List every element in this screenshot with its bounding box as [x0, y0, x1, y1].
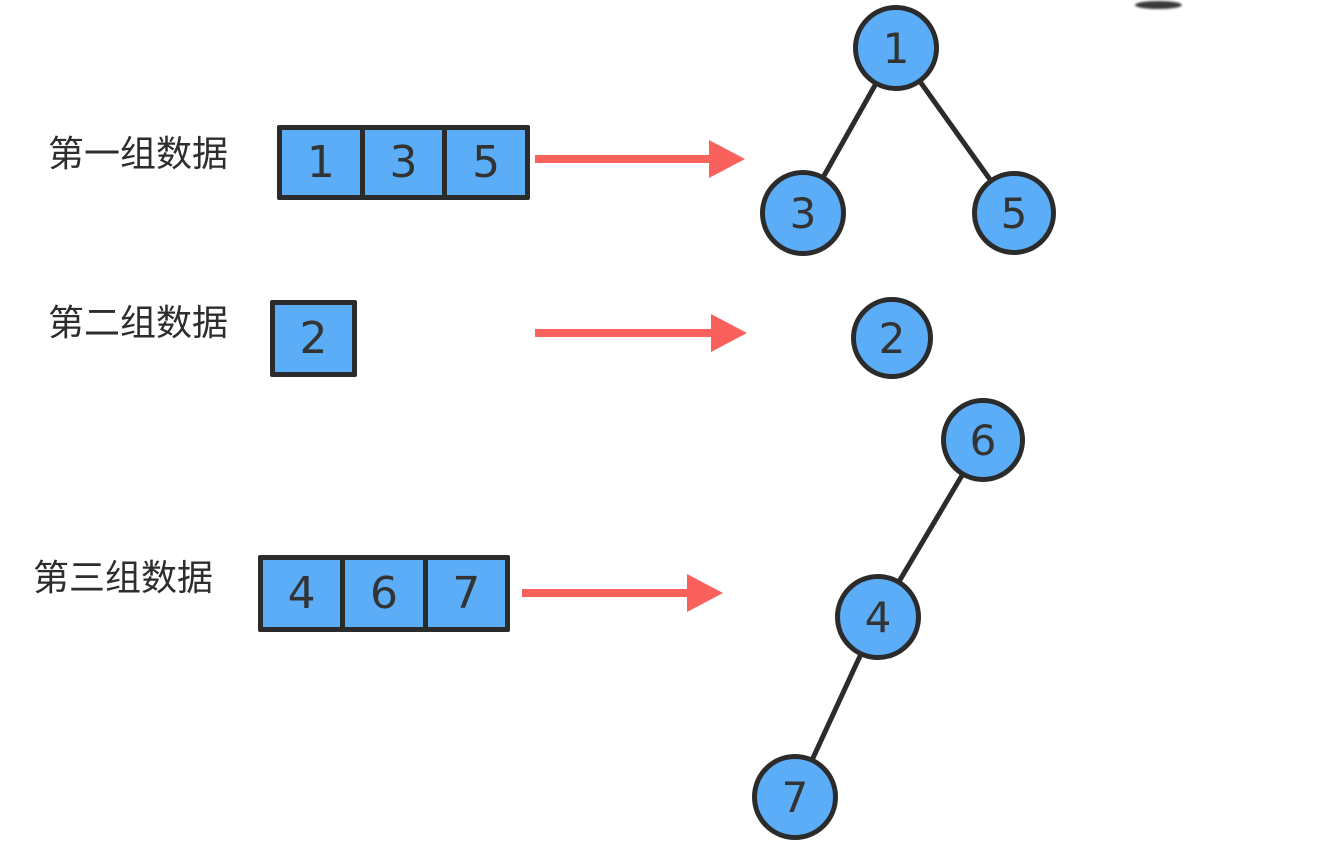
group-label: 第二组数据: [48, 303, 229, 344]
group-label: 第三组数据: [33, 558, 214, 599]
array-cell: 2: [275, 305, 352, 372]
array-cell: 6: [345, 560, 423, 627]
array-cell: 5: [447, 130, 526, 195]
tree-node: 1: [853, 5, 939, 91]
array-cell: 3: [364, 130, 443, 195]
tree-node: 3: [760, 170, 846, 256]
array-box: 2: [270, 300, 357, 377]
arrow-head-icon: [687, 574, 723, 612]
array-cell: 4: [263, 560, 341, 627]
tree-node: 6: [941, 398, 1025, 482]
scan-artifact: [1135, 1, 1182, 9]
array-cell: 7: [427, 560, 505, 627]
arrow-head-icon: [709, 140, 745, 178]
arrow-head-icon: [711, 314, 747, 352]
group-label: 第一组数据: [48, 134, 229, 175]
tree-node: 4: [835, 574, 921, 660]
tree-node: 2: [851, 297, 933, 379]
tree-node: 5: [972, 171, 1056, 255]
array-cell: 1: [282, 130, 360, 195]
tree-node: 7: [752, 754, 838, 840]
